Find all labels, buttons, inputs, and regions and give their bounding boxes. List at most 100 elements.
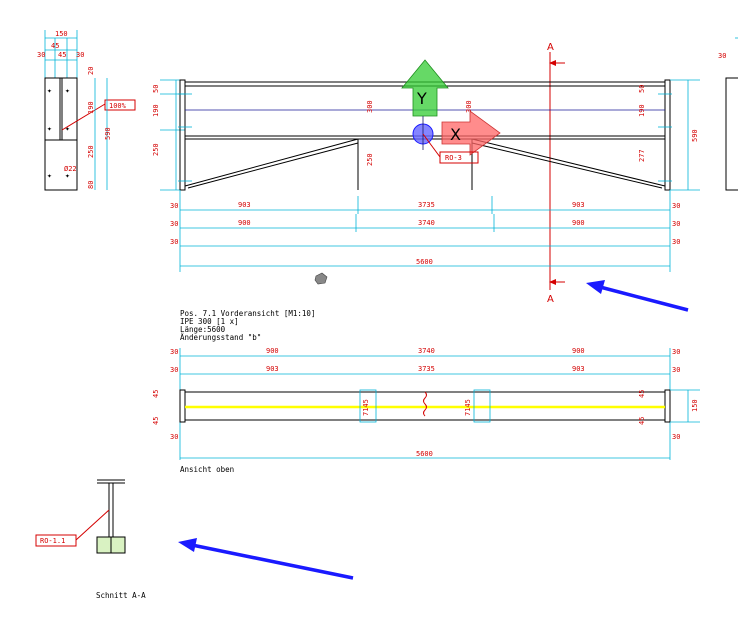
right-edge-dim: 30 — [718, 52, 726, 60]
top-inner-a: 7145 — [362, 399, 370, 416]
top-right-dim-a: 45 — [638, 390, 646, 398]
front-row1-c: 903 — [572, 201, 585, 209]
front-left-points — [178, 93, 192, 182]
top-bottom-left: 30 — [170, 433, 178, 441]
detail-dim-left-250: 250 — [87, 145, 95, 158]
top-bottom-right: 30 — [672, 433, 680, 441]
front-row3-left: 30 — [170, 238, 178, 246]
front-dim-row-3: 30 30 — [170, 238, 680, 247]
axis-x-arrow[interactable]: X — [441, 110, 501, 156]
front-view[interactable]: 50 190 250 300 300 250 50 — [152, 59, 700, 272]
front-row2-c: 900 — [572, 219, 585, 227]
front-caption: Pos. 7.1 Vorderansicht [M1:10] IPE 300 [… — [180, 309, 315, 342]
axis-x-label: X — [450, 125, 461, 144]
front-row2-right: 30 — [672, 220, 680, 228]
svg-text:✦: ✦ — [47, 171, 52, 180]
front-right-dim-277: 277 — [638, 149, 646, 162]
top-row1-a: 900 — [266, 347, 279, 355]
front-right-dim-190: 190 — [638, 104, 646, 117]
detail-tag: 100% — [109, 102, 127, 110]
svg-text:✦: ✦ — [65, 124, 70, 133]
section-view[interactable]: RO-1.1 Schnitt A-A — [35, 479, 146, 600]
top-row2-right: 30 — [672, 366, 680, 374]
front-right-total: 590 — [691, 129, 699, 142]
detail-tag-box[interactable] — [104, 99, 136, 111]
svg-text:✦: ✦ — [65, 171, 70, 180]
front-dim-row-2: 30 900 3740 900 30 — [170, 214, 680, 232]
front-row1-b: 3735 — [418, 201, 435, 209]
section-letter-bottom: A — [547, 294, 554, 305]
front-right-dim-50: 50 — [638, 85, 646, 93]
front-row2-b: 3740 — [418, 219, 435, 227]
top-row1-b: 3740 — [418, 347, 435, 355]
caption-line-2: IPE 300 [1 x] — [180, 317, 239, 326]
top-inner-b: 7145 — [464, 399, 472, 416]
top-row1-left: 30 — [170, 348, 178, 356]
front-dim-total: 5600 — [179, 190, 671, 272]
front-dim-row-1: 30 903 3735 903 30 — [170, 196, 680, 214]
top-right-dim-b: 45 — [638, 417, 646, 425]
top-left-dim-a: 45 — [152, 390, 160, 398]
front-row2-a: 900 — [238, 219, 251, 227]
front-mid-dim-b: 300 — [465, 100, 473, 113]
front-row2-left: 30 — [170, 220, 178, 228]
front-row1-left: 30 — [170, 202, 178, 210]
detail-dim-45b: 45 — [58, 51, 66, 59]
detail-view[interactable]: 150 45 30 45 30 ✦ ✦ ✦ ✦ ✦ ✦ 100% Ø22 20 190… — [37, 30, 136, 191]
section-letter-top: A — [547, 42, 554, 53]
front-mid-dim-c: 250 — [366, 153, 374, 166]
front-row1-right: 30 — [672, 202, 680, 210]
top-row2-left: 30 — [170, 366, 178, 374]
detail-dim-left-190: 190 — [87, 101, 95, 114]
top-caption: Ansicht oben — [180, 465, 234, 474]
detail-dim-left-80: 80 — [87, 181, 95, 189]
grey-point-marker[interactable] — [314, 272, 328, 285]
front-left-dim-250: 250 — [152, 143, 160, 156]
top-row2-a: 903 — [266, 365, 279, 373]
right-edge-partial: 30 — [718, 37, 738, 191]
top-dim-row-2: 30 903 3735 903 30 — [170, 365, 680, 375]
front-left-dim-50: 50 — [152, 85, 160, 93]
top-row2-b: 3735 — [418, 365, 435, 373]
axis-y-arrow[interactable]: Y — [401, 59, 449, 117]
section-caption: Schnitt A-A — [96, 591, 146, 600]
detail-total-height: 590 — [104, 127, 112, 140]
detail-dim-30b: 30 — [76, 51, 84, 59]
front-tag-box[interactable] — [439, 151, 479, 164]
detail-hole-label: Ø22 — [64, 165, 77, 173]
section-line-a-a[interactable]: A A — [547, 42, 565, 305]
annotation-arrow-2 — [178, 538, 354, 580]
detail-dim-30a: 30 — [37, 51, 45, 59]
detail-dim-left-20: 20 — [87, 67, 95, 75]
svg-text:✦: ✦ — [65, 86, 70, 95]
top-left-dim-b: 45 — [152, 417, 160, 425]
annotation-arrow-1 — [586, 280, 689, 312]
svg-text:✦: ✦ — [47, 124, 52, 133]
detail-dim-45a: 45 — [51, 42, 59, 50]
front-right-points — [658, 93, 672, 182]
top-row1-c: 900 — [572, 347, 585, 355]
top-total: 5600 — [416, 450, 433, 458]
front-row1-a: 903 — [238, 201, 251, 209]
break-symbol — [423, 391, 427, 417]
detail-bolts: ✦ ✦ ✦ ✦ ✦ ✦ — [47, 86, 70, 180]
detail-dim-top: 150 — [55, 30, 68, 38]
axis-y-label: Y — [416, 89, 427, 108]
caption-line-1: Pos. 7.1 Vorderansicht [M1:10] — [180, 309, 315, 318]
front-mid-dim-a: 300 — [366, 100, 374, 113]
top-row1-right: 30 — [672, 348, 680, 356]
detail-plate — [44, 77, 78, 191]
section-tag-box[interactable] — [35, 534, 77, 547]
top-dim-row-1: 30 900 3740 900 30 — [170, 347, 680, 460]
caption-line-3: Länge:5600 — [180, 325, 226, 334]
front-tag: RO-3 — [445, 154, 462, 162]
section-tag: RO-1.1 — [40, 537, 65, 545]
front-total: 5600 — [416, 258, 433, 266]
svg-text:✦: ✦ — [47, 86, 52, 95]
front-left-dim-190: 190 — [152, 104, 160, 117]
front-row3-right: 30 — [672, 238, 680, 246]
top-right-total: 150 — [691, 399, 699, 412]
top-view[interactable]: 30 900 3740 900 30 30 903 3735 903 30 71… — [152, 347, 700, 474]
top-row2-c: 903 — [572, 365, 585, 373]
